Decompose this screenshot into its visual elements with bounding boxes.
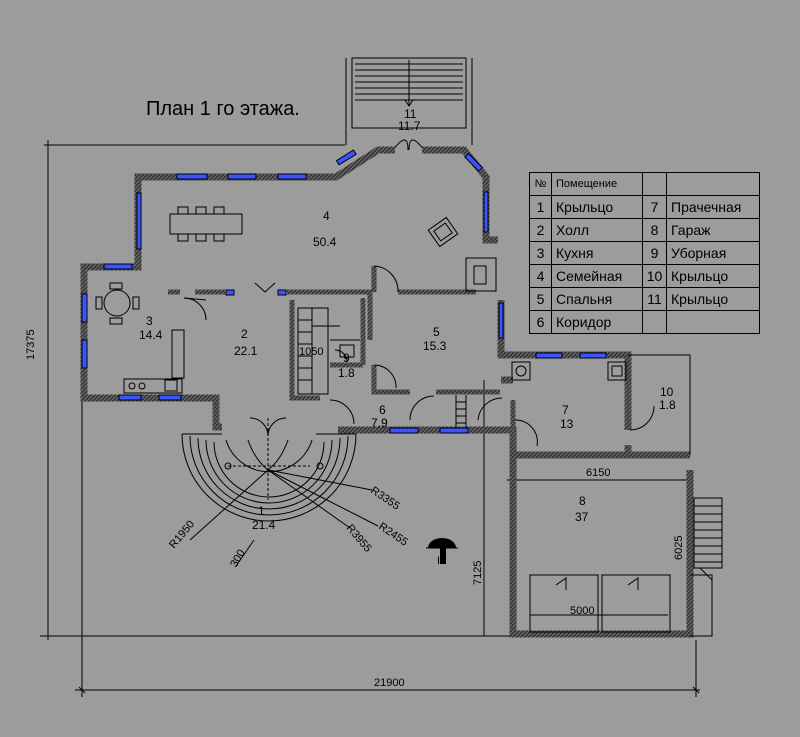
room-11-number: 11 <box>404 107 417 121</box>
garage-width-dimension: 6150 <box>586 467 610 479</box>
room-11-area: 11.7 <box>398 119 421 133</box>
windows <box>81 149 607 434</box>
garage-depth-dimension: 6025 <box>673 536 685 560</box>
room-legend-table: № Помещение 1 Крыльцо 7 Прачечная 2 Холл… <box>529 172 760 334</box>
legend-room-name: Холл <box>551 218 643 242</box>
garage-door-dimension: 5000 <box>570 605 594 617</box>
room-8-area: 37 <box>575 510 589 524</box>
fireplace <box>465 257 497 292</box>
room-5-area: 15.3 <box>423 339 447 353</box>
legend-number: 5 <box>529 287 552 311</box>
rear-porch-stairs <box>345 57 473 151</box>
room-10-number: 10 <box>660 385 674 399</box>
legend-room-name: Семейная <box>551 264 643 288</box>
interior-stairs <box>297 307 360 395</box>
room-4-area: 50.4 <box>313 235 337 249</box>
legend-row: 1 Крыльцо 7 Прачечная <box>529 195 760 219</box>
legend-room-name: Крыльцо <box>666 264 760 288</box>
legend-row: 5 Спальня 11 Крыльцо <box>529 287 760 311</box>
room-10-area: 1.8 <box>659 398 676 412</box>
page-title: План 1 го этажа. <box>146 98 300 120</box>
legend-number: 7 <box>642 195 667 219</box>
radius-r2455: R2455 <box>376 521 410 549</box>
room-7-number: 7 <box>562 403 569 417</box>
legend-row: 4 Семейная 10 Крыльцо <box>529 264 760 288</box>
legend-room-name: Спальня <box>551 287 643 311</box>
room-8-number: 8 <box>579 494 586 508</box>
room-9-number: 9 <box>343 351 350 365</box>
legend-number: 8 <box>642 218 667 242</box>
total-width-dimension: 21900 <box>374 677 405 689</box>
laundry-appliances <box>511 361 627 381</box>
legend-room-name: Гараж <box>666 218 760 242</box>
room-7-area: 13 <box>560 417 574 431</box>
entry-steps <box>455 395 467 428</box>
legend-row: 3 Кухня 9 Уборная <box>529 241 760 265</box>
legend-number: 6 <box>529 310 552 334</box>
step-dimension: 300 <box>228 548 248 570</box>
doors <box>254 265 655 447</box>
room-9-area: 1.8 <box>338 366 355 380</box>
room-labels: 11 11.7 4 50.4 3 14.4 2 22.1 5 15.3 9 1.… <box>139 107 676 532</box>
room-1-area: 21.4 <box>252 518 276 532</box>
armchair <box>427 216 459 248</box>
room-2-area: 22.1 <box>234 344 258 358</box>
room-3-area: 14.4 <box>139 328 163 342</box>
legend-number: 4 <box>529 264 552 288</box>
legend-room-name: Крыльцо <box>551 195 643 219</box>
legend-room-name: Коридор <box>551 310 643 334</box>
section-mark <box>426 538 458 564</box>
wc-width-dimension: 1050 <box>299 346 323 358</box>
radius-r1950: R1950 <box>167 518 197 551</box>
legend-header-number: № <box>529 172 552 196</box>
legend-header-number-2 <box>642 172 667 196</box>
interior-walls <box>168 266 631 430</box>
room-2-number: 2 <box>241 327 248 341</box>
legend-number: 10 <box>642 264 667 288</box>
dining-table <box>169 206 243 242</box>
side-porch-stairs <box>628 354 723 637</box>
kitchen-furniture <box>95 282 207 394</box>
legend-number: 2 <box>529 218 552 242</box>
legend-room-name: Прачечная <box>666 195 760 219</box>
legend-number <box>642 310 667 334</box>
legend-room-name: Уборная <box>666 241 760 265</box>
room-1-number: 1 <box>258 504 265 518</box>
legend-row: 6 Коридор <box>529 310 760 334</box>
radius-r3995: R3955 <box>344 522 374 555</box>
garage-doors <box>529 574 671 633</box>
section-mark-label: II <box>437 555 443 567</box>
garage-height-dimension: 7125 <box>472 561 484 585</box>
legend-number: 9 <box>642 241 667 265</box>
room-5-number: 5 <box>433 325 440 339</box>
total-height-dimension: 17375 <box>25 329 37 360</box>
radius-r3355: R3355 <box>368 485 402 513</box>
legend-header-room: Помещение <box>551 172 643 196</box>
room-4-number: 4 <box>323 209 330 223</box>
legend-room-name: Крыльцо <box>666 287 760 311</box>
room-6-number: 6 <box>379 403 386 417</box>
legend-number: 11 <box>642 287 667 311</box>
legend-number: 3 <box>529 241 552 265</box>
room-3-number: 3 <box>146 314 153 328</box>
legend-header-room-2 <box>666 172 760 196</box>
legend-room-name: Кухня <box>551 241 643 265</box>
legend-header-row: № Помещение <box>529 172 760 196</box>
legend-room-name <box>666 310 760 334</box>
legend-number: 1 <box>529 195 552 219</box>
legend-row: 2 Холл 8 Гараж <box>529 218 760 242</box>
front-porch <box>181 417 379 567</box>
room-6-area: 7.9 <box>371 416 388 430</box>
